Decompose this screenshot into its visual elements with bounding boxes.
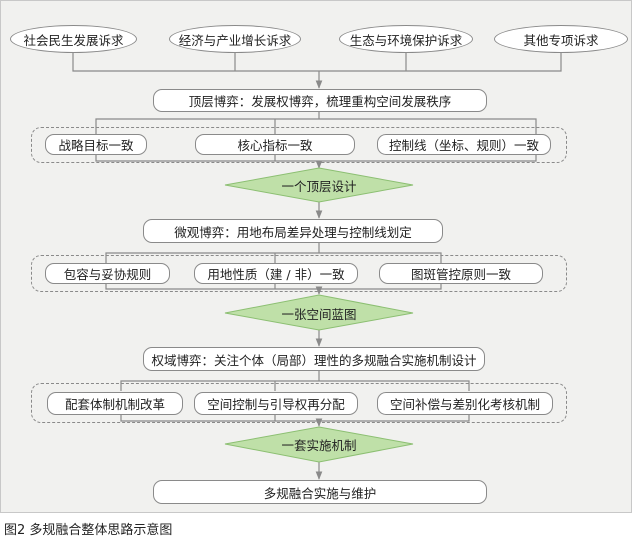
stage2-item-compromise: 包容与妥协规则 bbox=[45, 263, 170, 284]
decision-diamond-2 bbox=[224, 294, 414, 331]
demand-oval-social: 社会民生发展诉求 bbox=[10, 25, 137, 53]
stage1-item-controlline: 控制线（坐标、规则）一致 bbox=[377, 134, 551, 155]
stage1-item-indicator: 核心指标一致 bbox=[195, 134, 355, 155]
stage2-item-landuse: 用地性质（建 / 非）一致 bbox=[194, 263, 358, 284]
stage1-title-box: 顶层博弈：发展权博弈，梳理重构空间发展秩序 bbox=[153, 89, 487, 112]
demand-oval-other: 其他专项诉求 bbox=[494, 25, 628, 53]
stage3-group bbox=[31, 383, 567, 423]
stage3-title-box: 权域博弈：关注个体（局部）理性的多规融合实施机制设计 bbox=[143, 347, 485, 371]
stage3-result-label: 一套实施机制 bbox=[281, 437, 357, 453]
connector-stage3-split bbox=[120, 371, 470, 391]
stage2-title-box: 微观博弈：用地布局差异处理与控制线划定 bbox=[143, 219, 443, 243]
stage3-item-compensation: 空间补偿与差别化考核机制 bbox=[377, 392, 553, 415]
decision-diamond-1 bbox=[224, 167, 414, 203]
stage2-group bbox=[31, 255, 567, 292]
figure-caption: 图2 多规融合整体思路示意图 bbox=[4, 523, 173, 538]
stage3-item-rights: 空间控制与引导权再分配 bbox=[194, 392, 358, 415]
decision-diamond-3 bbox=[224, 426, 414, 463]
stage1-item-strategy: 战略目标一致 bbox=[45, 134, 147, 155]
demand-oval-economic: 经济与产业增长诉求 bbox=[169, 25, 301, 53]
demand-oval-ecology: 生态与环境保护诉求 bbox=[339, 25, 473, 53]
stage1-group bbox=[31, 127, 567, 163]
connector-stage2-split bbox=[105, 243, 442, 263]
figure-panel: 社会民生发展诉求 经济与产业增长诉求 生态与环境保护诉求 其他专项诉求 顶层博弈… bbox=[0, 0, 632, 513]
connector-stage2-merge bbox=[105, 284, 442, 290]
connector-stage3-merge bbox=[120, 415, 470, 422]
connector-demand-1 bbox=[72, 53, 562, 72]
stage3-item-reform: 配套体制机制改革 bbox=[47, 392, 183, 415]
final-box: 多规融合实施与维护 bbox=[153, 480, 487, 504]
stage2-result-label: 一张空间蓝图 bbox=[281, 306, 357, 322]
stage2-item-patch: 图斑管控原则一致 bbox=[379, 263, 543, 284]
stage1-result-label: 一个顶层设计 bbox=[281, 178, 357, 194]
